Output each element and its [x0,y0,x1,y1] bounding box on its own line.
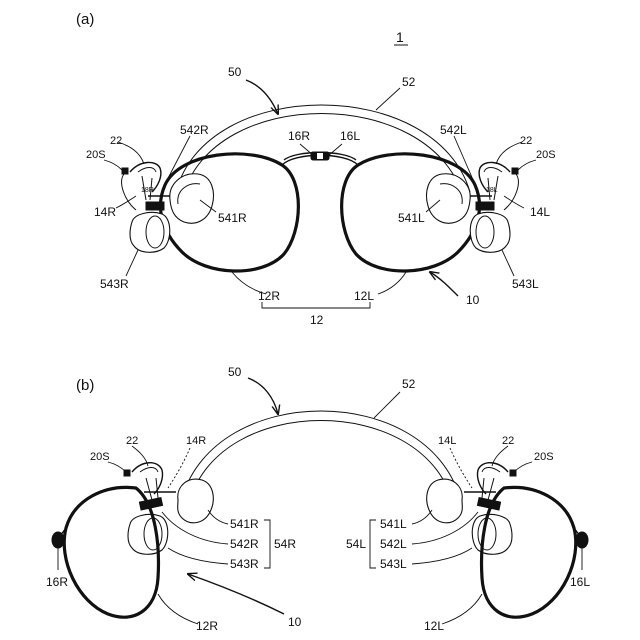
leader-20SL [518,160,536,170]
label-16L: 16L [340,129,360,143]
bracket-54L [370,520,376,568]
label-543L: 543L [380,557,407,571]
label-12R: 12R [196,619,218,633]
label-12L: 12L [424,619,444,633]
leader-541L [412,510,432,524]
arrow-10 [188,574,284,614]
label-12L: 12L [354,289,374,303]
label-543R: 543R [230,557,259,571]
leader-543R [126,250,138,276]
label-14R: 14R [94,205,116,219]
label-20SR: 20S [86,149,106,161]
unit-543L [470,212,510,252]
label-10: 10 [466,293,480,307]
bracket-54R [264,520,270,568]
label-10: 10 [288,615,302,629]
label-54L: 54L [346,537,366,551]
label-542R: 542R [230,537,259,551]
label-20SL: 20S [536,149,556,161]
panel-b-label: (b) [76,377,94,394]
leader-541R [208,510,228,524]
label-541R: 541R [218,211,247,225]
label-542L: 542L [440,123,467,137]
label-542L: 542L [380,537,407,551]
label-541R: 541R [230,517,259,531]
leader-542L [454,136,474,182]
arrow-50 [248,378,278,414]
leader-12R [158,594,198,624]
label-20SR: 20S [90,451,110,463]
label-12: 12 [310,313,324,327]
leader-20SR [108,462,126,472]
label-22L: 22 [520,135,532,147]
earpiece-541L [427,174,471,223]
label-14L: 14L [530,205,550,219]
leader-543R [168,548,228,564]
label-22R: 22 [126,435,138,447]
label-20SL: 20S [534,451,554,463]
arrow-50 [246,80,278,114]
label-543L: 543L [512,277,539,291]
leader-12L [378,272,406,294]
leader-20SL [514,462,532,472]
headband-52 [176,105,470,196]
label-52: 52 [402,75,416,89]
label-542R: 542R [180,123,209,137]
arrow-10 [430,272,458,296]
panel-a: (a) [76,11,556,327]
leader-543L [412,548,472,564]
leader-12L [442,594,482,624]
label-18L: 18L [486,187,498,194]
label-14R: 14R [186,435,206,447]
label-50: 50 [228,65,242,79]
label-16L: 16L [570,575,590,589]
leader-543L [502,250,514,276]
label-54R: 54R [274,537,296,551]
label-22R: 22 [110,135,122,147]
leader-52 [374,392,400,418]
leader-20SR [104,160,122,170]
label-541L: 541L [398,211,425,225]
leader-22L [496,142,522,164]
earpiece-541R [178,479,214,523]
label-18R: 18R [141,187,154,194]
label-12R: 12R [258,289,280,303]
label-16R: 16R [46,575,68,589]
headband-52 [182,411,460,500]
label-14L: 14L [438,435,456,447]
label-22L: 22 [502,435,514,447]
label-52: 52 [402,377,416,391]
label-541L: 541L [380,517,407,531]
label-50: 50 [228,365,242,379]
figure-number: 1 [396,29,404,45]
panel-a-label: (a) [76,11,94,28]
label-16R: 16R [288,129,310,143]
bridge [282,152,358,165]
panel-b: (b) [46,365,590,633]
leader-52 [376,88,400,110]
earpiece-541R [170,174,214,223]
earpiece-541L [427,479,463,523]
label-543R: 543R [100,277,129,291]
unit-543R [130,212,170,252]
unit-543R [128,514,168,554]
unit-543L [472,514,512,554]
